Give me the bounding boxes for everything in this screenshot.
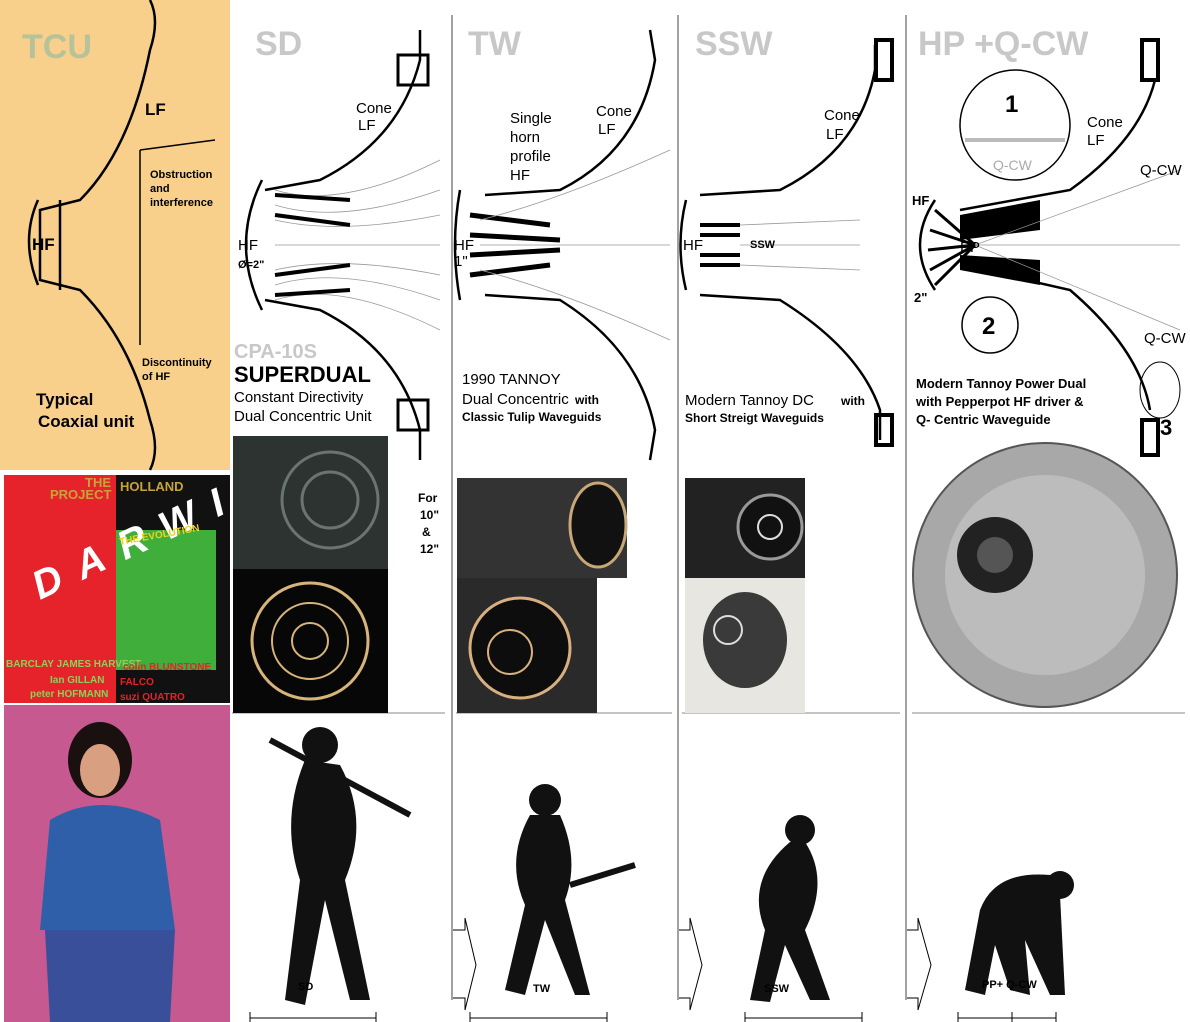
svg-text:SD: SD	[298, 981, 313, 993]
hp-product-photo	[912, 442, 1178, 708]
svg-text:&: &	[422, 525, 431, 539]
svg-text:1990 TANNOY: 1990 TANNOY	[462, 371, 561, 388]
svg-text:2": 2"	[914, 290, 927, 305]
svg-text:of HF: of HF	[142, 371, 170, 383]
svg-text:Short Streigt Waveguids: Short Streigt Waveguids	[685, 411, 824, 425]
svg-text:THE: THE	[85, 475, 111, 490]
svg-text:For: For	[418, 491, 438, 505]
svg-text:Constant Directivity: Constant Directivity	[234, 389, 364, 406]
tw-title: TW	[468, 25, 522, 63]
svg-text:Modern Tannoy Power Dual: Modern Tannoy Power Dual	[916, 376, 1086, 391]
tw-product-photos	[457, 478, 628, 713]
hp-driver-drawing	[918, 38, 1181, 457]
silhouette-hp	[965, 871, 1074, 995]
svg-text:Classic Tulip Waveguids: Classic Tulip Waveguids	[462, 410, 602, 424]
svg-text:FALCO: FALCO	[120, 677, 154, 688]
svg-text:LF: LF	[1087, 132, 1105, 149]
hp-title: HP +Q-CW	[918, 25, 1089, 63]
svg-text:12": 12"	[420, 542, 439, 556]
silhouette-ssw	[750, 815, 830, 1002]
svg-text:Obstruction: Obstruction	[150, 169, 213, 181]
tcu-panel	[0, 0, 230, 470]
svg-text:LF: LF	[358, 117, 376, 134]
svg-text:Typical: Typical	[36, 390, 93, 409]
svg-text:Q- Centric Waveguide: Q- Centric Waveguide	[916, 412, 1051, 427]
sd-title: SD	[255, 25, 302, 63]
svg-text:PROJECT: PROJECT	[50, 487, 111, 502]
tcu-title: TCU	[22, 28, 92, 66]
svg-text:LF: LF	[598, 121, 616, 138]
svg-text:1": 1"	[454, 253, 468, 270]
svg-text:with: with	[840, 394, 865, 408]
sd-product-photos	[233, 436, 388, 713]
svg-text:interference: interference	[150, 197, 213, 209]
svg-text:PP+ Q-CW: PP+ Q-CW	[982, 979, 1037, 991]
svg-text:Dual Concentric Unit: Dual Concentric Unit	[234, 408, 372, 425]
svg-text:10": 10"	[420, 508, 439, 522]
svg-text:HF: HF	[683, 237, 703, 254]
svg-text:with Pepperpot HF driver &: with Pepperpot HF driver &	[915, 394, 1084, 409]
ssw-product-photos	[685, 478, 805, 713]
svg-text:colin BLUNSTONE: colin BLUNSTONE	[123, 662, 211, 673]
evolution-arrows	[453, 917, 932, 1011]
album-cover: THE HOLLAND PROJECT DARWIN THE EVOLUTION…	[4, 453, 290, 703]
scale-bars	[249, 1012, 1057, 1022]
sd-driver-drawing	[244, 30, 441, 460]
svg-text:CPA-10S: CPA-10S	[234, 341, 317, 363]
svg-text:HF: HF	[510, 167, 530, 184]
tw-driver-drawing	[453, 29, 671, 461]
svg-text:and: and	[150, 183, 170, 195]
svg-text:Cone: Cone	[1087, 114, 1123, 131]
svg-text:Coaxial unit: Coaxial unit	[38, 412, 135, 431]
svg-text:suzi QUATRO: suzi QUATRO	[120, 692, 185, 703]
svg-text:LF: LF	[826, 126, 844, 143]
svg-text:BARCLAY JAMES HARVEST: BARCLAY JAMES HARVEST	[6, 659, 141, 670]
svg-text:PP: PP	[960, 239, 980, 256]
svg-text:TW: TW	[533, 983, 551, 995]
svg-text:with: with	[574, 393, 599, 407]
ssw-title: SSW	[695, 25, 773, 63]
svg-text:Single: Single	[510, 110, 552, 127]
svg-text:Modern Tannoy DC: Modern Tannoy DC	[685, 392, 814, 409]
svg-text:Dual Concentric: Dual Concentric	[462, 391, 569, 408]
svg-text:2: 2	[982, 313, 995, 340]
svg-text:Q-CW: Q-CW	[993, 157, 1033, 173]
svg-text:Discontinuity: Discontinuity	[142, 357, 213, 369]
svg-text:Ø=2": Ø=2"	[238, 259, 264, 271]
svg-text:SSW: SSW	[750, 239, 776, 251]
svg-text:horn: horn	[510, 129, 540, 146]
svg-text:Cone: Cone	[356, 100, 392, 117]
svg-text:HF: HF	[912, 193, 929, 208]
tcu-driver-drawing	[27, 0, 216, 471]
svg-text:LF: LF	[145, 100, 166, 119]
svg-text:SSW: SSW	[764, 983, 790, 995]
svg-text:profile: profile	[510, 148, 551, 165]
svg-text:HF: HF	[454, 237, 474, 254]
ssw-driver-drawing	[679, 38, 894, 447]
silhouette-tw	[505, 784, 636, 995]
svg-text:HF: HF	[238, 237, 258, 254]
svg-text:peter HOFMANN: peter HOFMANN	[30, 689, 108, 700]
svg-text:3: 3	[1160, 415, 1172, 440]
svg-text:SUPERDUAL: SUPERDUAL	[234, 362, 371, 387]
svg-text:Ian GILLAN: Ian GILLAN	[50, 675, 104, 686]
svg-text:HF: HF	[32, 235, 55, 254]
svg-text:1: 1	[1005, 91, 1018, 118]
svg-text:Q-CW: Q-CW	[1144, 330, 1186, 347]
svg-text:Cone: Cone	[824, 107, 860, 124]
artist-photo	[4, 705, 230, 1022]
svg-text:HOLLAND: HOLLAND	[120, 479, 184, 494]
silhouette-sd	[268, 727, 412, 1005]
svg-text:Q-CW: Q-CW	[1140, 162, 1182, 179]
svg-text:Cone: Cone	[596, 103, 632, 120]
